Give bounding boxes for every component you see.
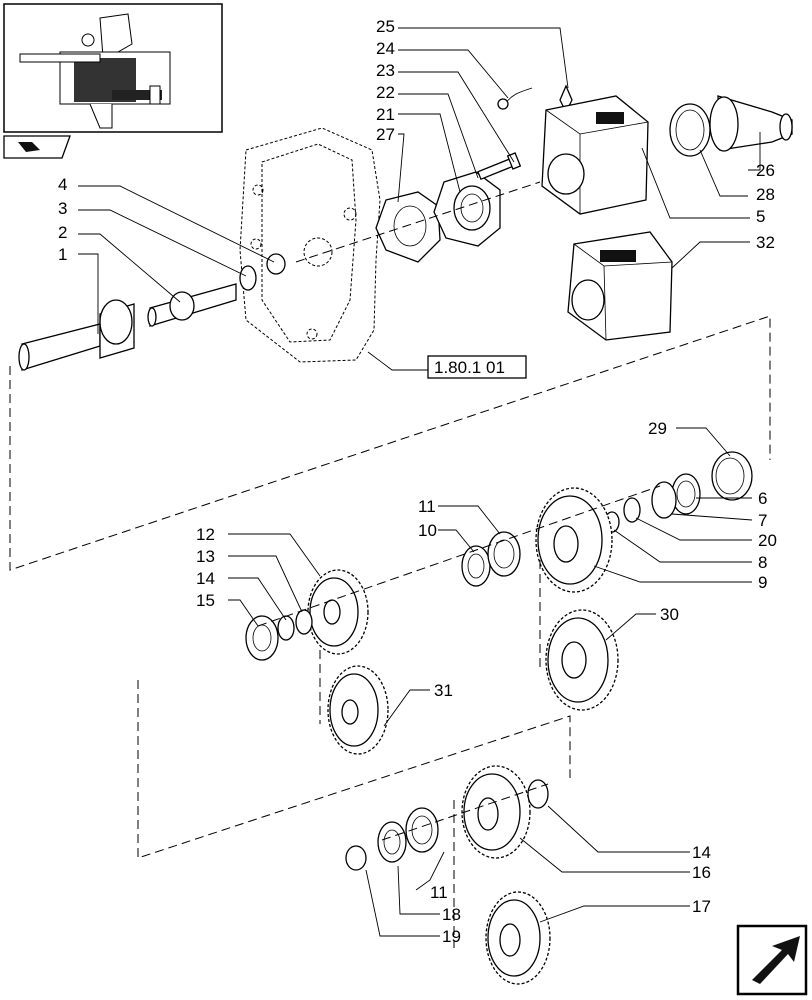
bearing-15 xyxy=(245,615,279,661)
leader-lines xyxy=(78,27,761,937)
callout-25: 25 xyxy=(376,17,395,36)
shaft-1 xyxy=(18,299,135,371)
callout-7: 7 xyxy=(758,511,767,530)
callout-2: 2 xyxy=(58,223,67,242)
callout-6: 6 xyxy=(758,489,767,508)
clip-4 xyxy=(266,253,286,275)
callout-9: 9 xyxy=(758,573,767,592)
shaft-2 xyxy=(147,283,237,327)
next-page-arrow-icon[interactable] xyxy=(736,924,808,996)
flange-21 xyxy=(433,171,501,247)
callout-30: 30 xyxy=(660,605,679,624)
callout-3: 3 xyxy=(58,199,67,218)
bolt-23 xyxy=(477,152,522,181)
book-arrow-icon[interactable] xyxy=(3,135,71,159)
washer-13 xyxy=(295,609,313,635)
ring-20 xyxy=(623,497,641,523)
assembly-thumbnail-icon[interactable] xyxy=(3,3,223,133)
callout-28: 28 xyxy=(756,185,775,204)
bearing-6 xyxy=(671,473,701,515)
washer-14b xyxy=(527,779,549,809)
gasket-27 xyxy=(375,191,441,263)
callout-17: 17 xyxy=(692,897,711,916)
chain-24 xyxy=(497,87,533,110)
callout-13: 13 xyxy=(196,547,215,566)
callout-24: 24 xyxy=(376,39,395,58)
cap-26 xyxy=(709,95,793,152)
callout-15: 15 xyxy=(196,591,215,610)
gear-30 xyxy=(545,609,619,711)
gear-16 xyxy=(461,765,531,859)
ring-3 xyxy=(239,265,257,291)
callout-10: 10 xyxy=(418,521,437,540)
gear-17 xyxy=(485,891,551,985)
callout-23: 23 xyxy=(376,61,395,80)
snap-ring-7 xyxy=(651,481,677,519)
callout-labels: 1 2 3 4 5 6 7 8 9 10 11 12 13 14 15 16 1… xyxy=(58,17,777,946)
callout-22: 22 xyxy=(376,83,395,102)
callout-20: 20 xyxy=(758,531,777,550)
callout-14: 14 xyxy=(196,569,215,588)
callout-1: 1 xyxy=(58,245,67,264)
callout-12: 12 xyxy=(196,525,215,544)
callout-4: 4 xyxy=(58,175,67,194)
callout-26: 26 xyxy=(756,161,775,180)
pto-guard-5 xyxy=(541,95,649,215)
bearing-10 xyxy=(461,545,491,587)
gearbox-housing xyxy=(239,127,381,363)
bearing-18 xyxy=(377,821,407,863)
callout-11b: 11 xyxy=(430,883,448,902)
callout-14b: 14 xyxy=(692,843,711,862)
callout-11: 11 xyxy=(418,497,436,516)
callout-18: 18 xyxy=(442,905,461,924)
guard-cover-32 xyxy=(567,231,673,341)
bearing-11 xyxy=(487,531,521,577)
callout-8: 8 xyxy=(758,553,767,572)
bearing-29 xyxy=(711,451,753,501)
reference-box-label: 1.80.1 01 xyxy=(434,358,505,377)
callout-32: 32 xyxy=(756,233,775,252)
callout-19: 19 xyxy=(442,927,461,946)
callout-16: 16 xyxy=(692,863,711,882)
gear-31 xyxy=(327,665,389,755)
callout-29: 29 xyxy=(648,419,667,438)
callout-21: 21 xyxy=(376,105,395,124)
gear-9 xyxy=(535,487,613,593)
callout-5: 5 xyxy=(756,207,765,226)
gear-12 xyxy=(307,569,369,655)
ring-28 xyxy=(669,103,711,157)
assembly-lines xyxy=(9,181,771,948)
cap-19 xyxy=(345,845,367,871)
callout-31: 31 xyxy=(434,681,453,700)
callout-27: 27 xyxy=(376,125,395,144)
reference-box[interactable]: 1.80.1 01 xyxy=(427,355,527,379)
